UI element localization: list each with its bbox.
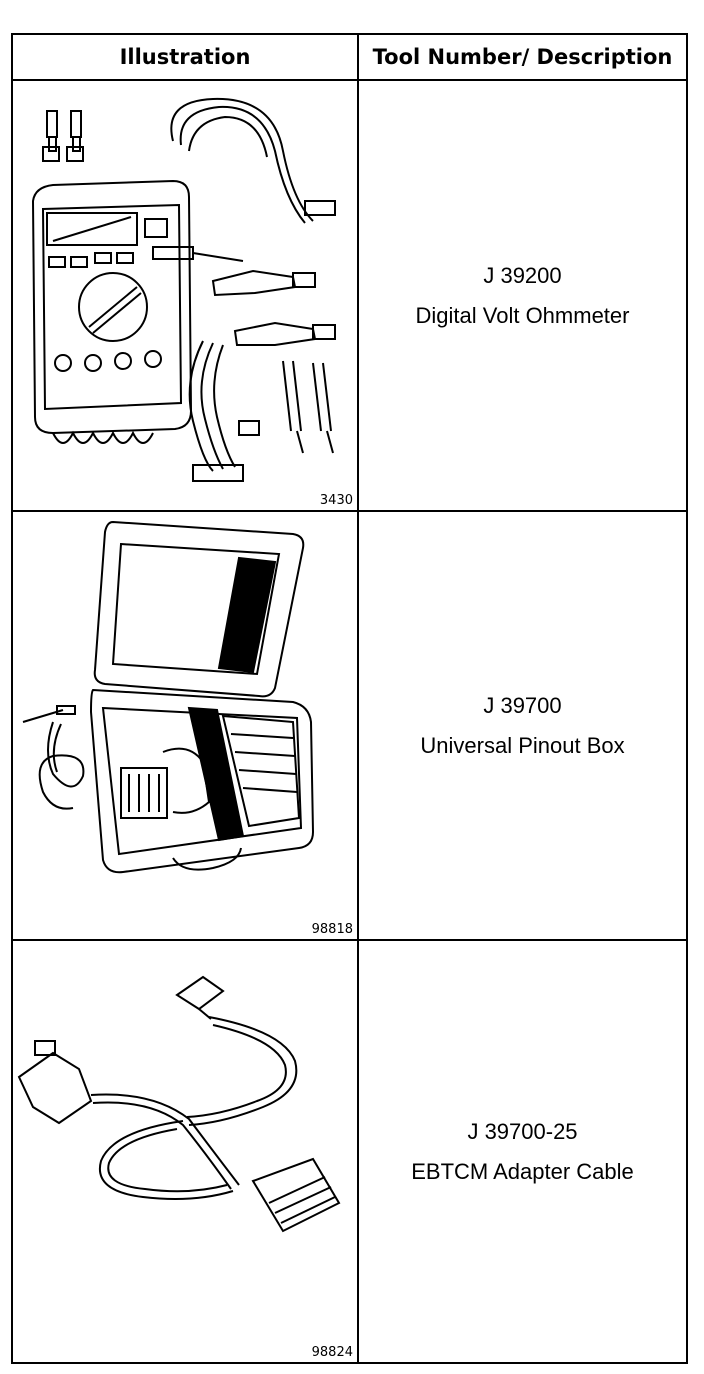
figure-number: 3430	[319, 493, 353, 508]
tool-number: J 39200	[483, 262, 562, 288]
figure-number: 98824	[311, 1345, 353, 1360]
tool-number: J 39700-25	[467, 1118, 578, 1144]
table-row: 3430 J 39200 Digital Volt Ohmmeter	[13, 81, 686, 512]
tool-description: Universal Pinout Box	[420, 732, 625, 758]
illustration-cell: 98824	[13, 941, 359, 1362]
tool-description: Digital Volt Ohmmeter	[415, 302, 630, 328]
figure-number: 98818	[311, 922, 353, 937]
tool-description-cell: J 39700 Universal Pinout Box	[359, 512, 686, 939]
adapter-cable-icon	[17, 975, 341, 1233]
illustration-cell: 3430	[13, 81, 359, 510]
illustration-cell: 98818	[13, 512, 359, 939]
tool-number: J 39700	[483, 692, 562, 718]
header-illustration: Illustration	[13, 35, 359, 81]
table-row: 98824 J 39700-25 EBTCM Adapter Cable	[13, 941, 686, 1362]
header-tool-number-description: Tool Number/ Description	[359, 35, 686, 81]
tool-description-cell: J 39700-25 EBTCM Adapter Cable	[359, 941, 686, 1362]
digital-multimeter-icon	[31, 97, 336, 482]
pinout-box-case-icon	[22, 520, 315, 874]
tool-table: Illustration Tool Number/ Description	[11, 33, 688, 1364]
table-row: 98818 J 39700 Universal Pinout Box	[13, 512, 686, 941]
tool-description: EBTCM Adapter Cable	[411, 1158, 634, 1184]
tool-description-cell: J 39200 Digital Volt Ohmmeter	[359, 81, 686, 510]
